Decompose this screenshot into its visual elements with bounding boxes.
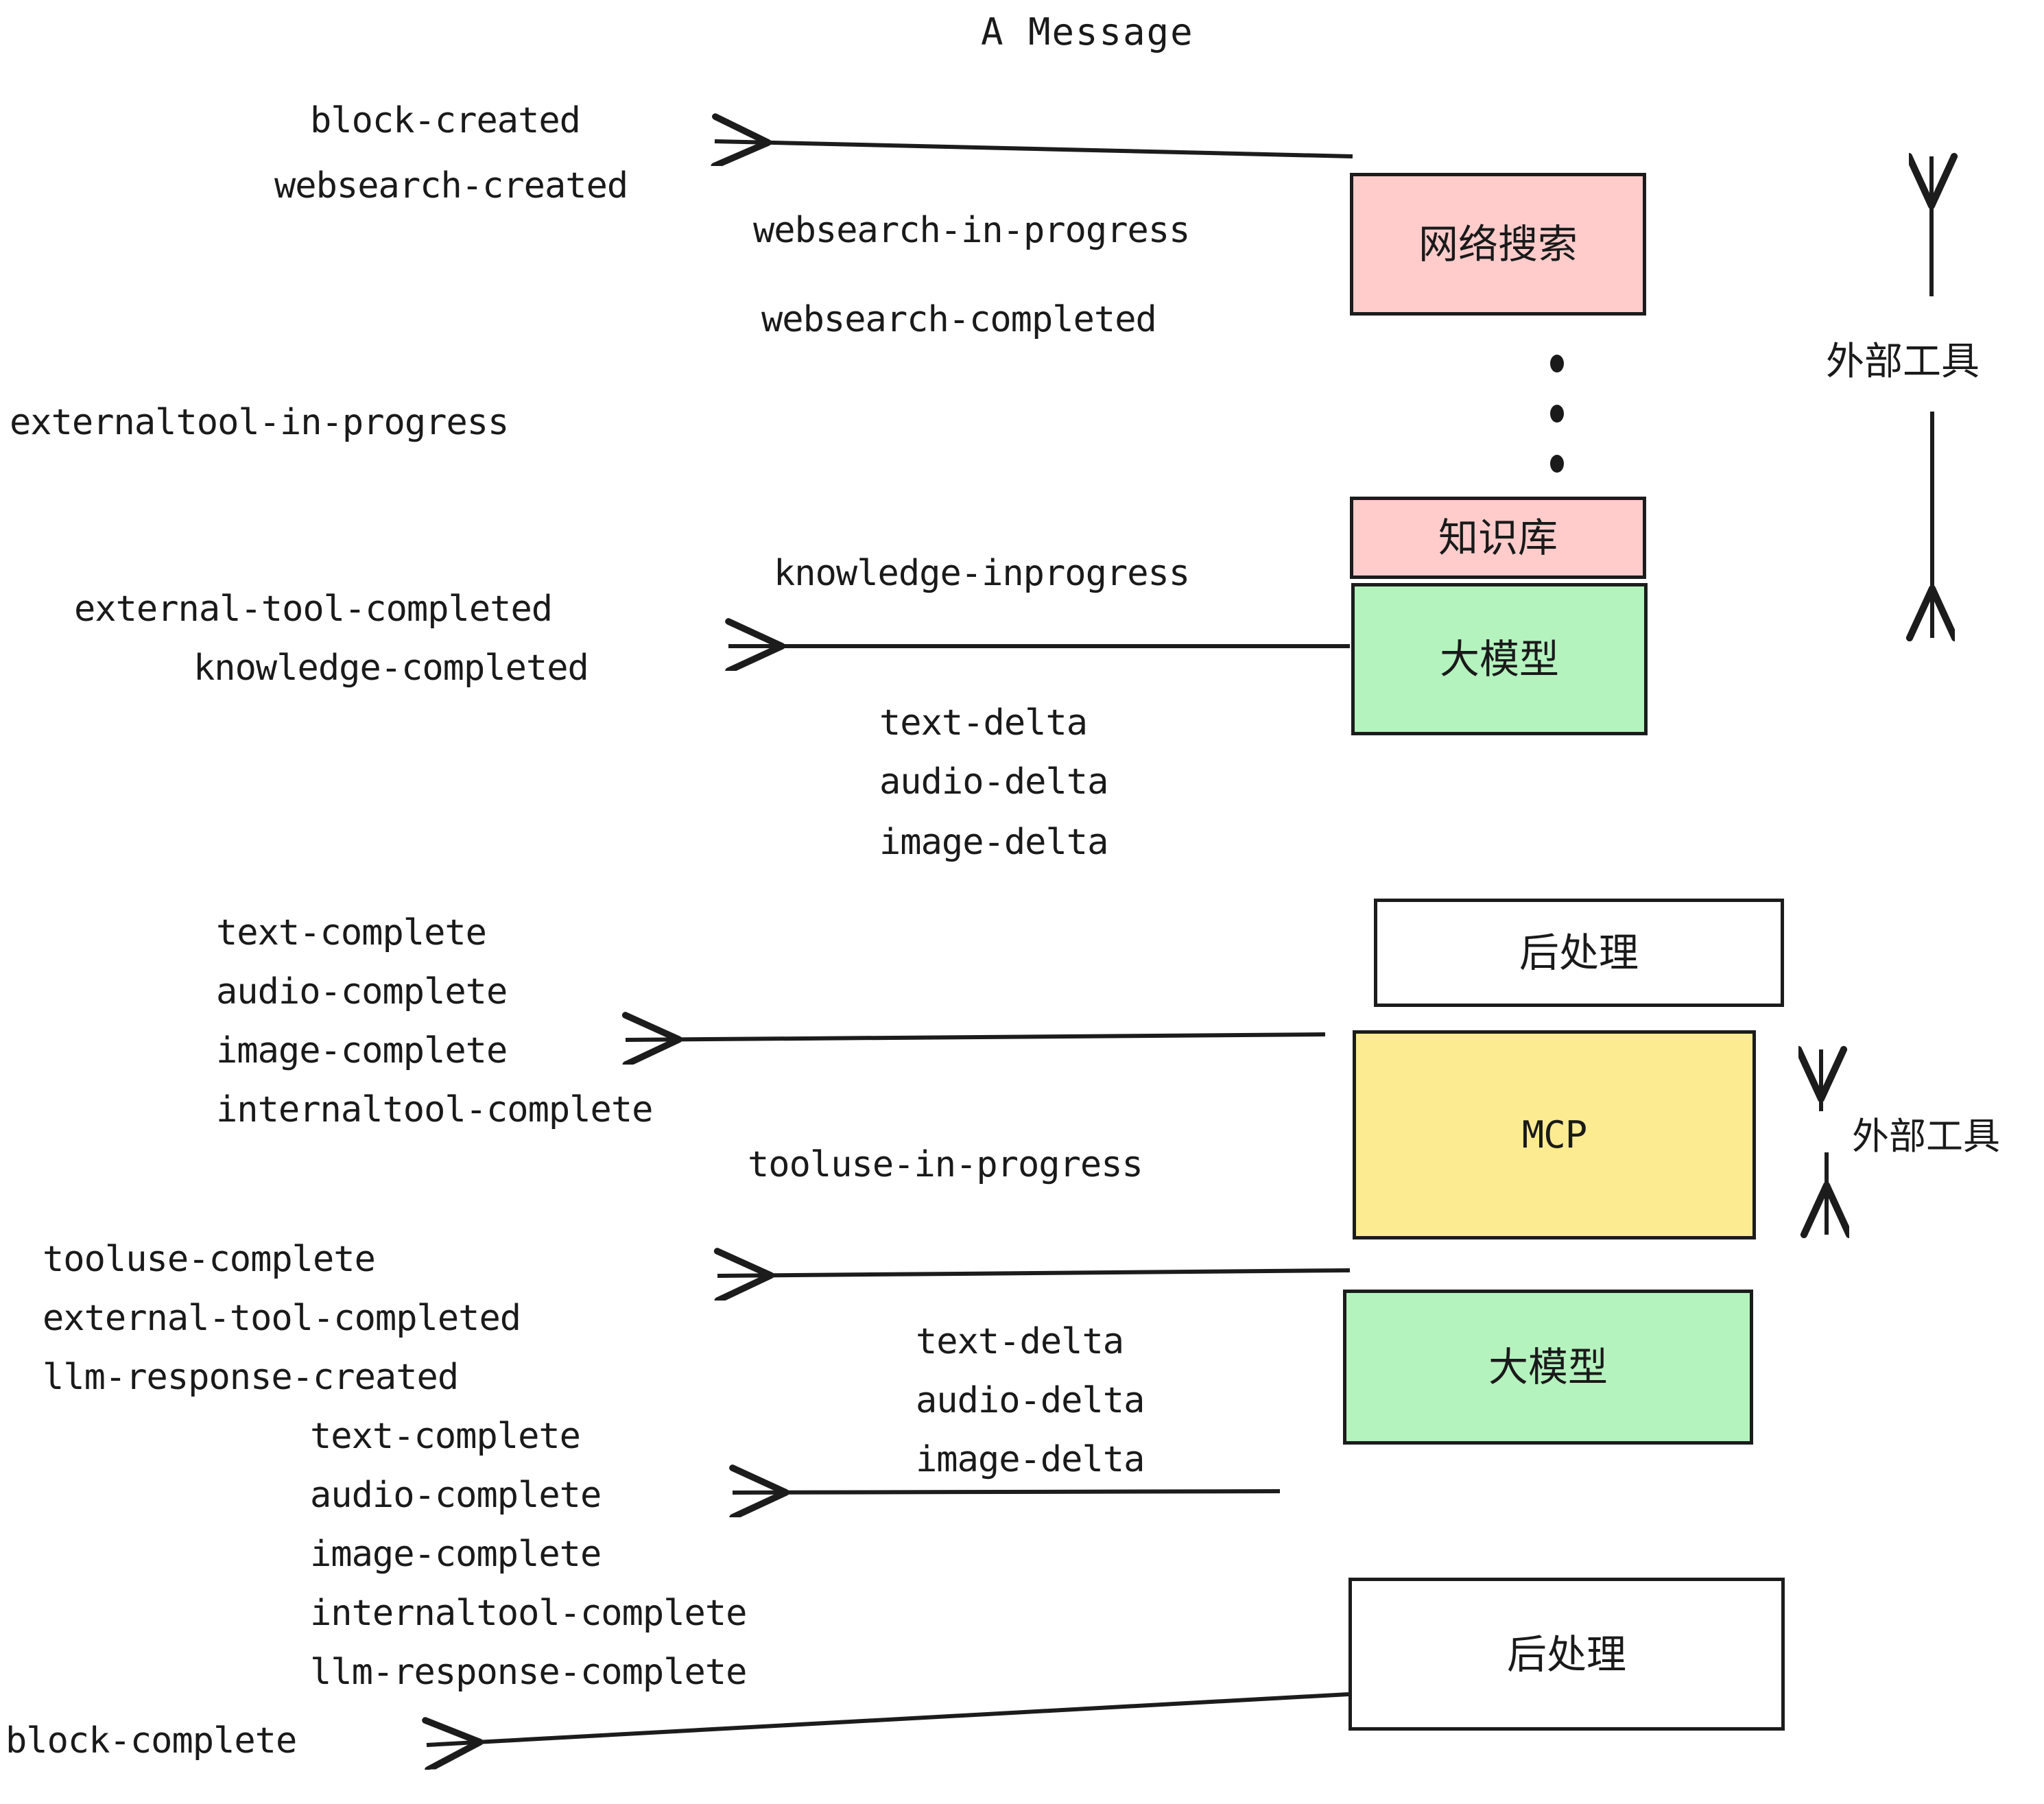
node-knowledge-label: 知识库 (1438, 514, 1558, 561)
side-label-external-tool-upper: 外部工具 (1826, 340, 1980, 384)
event-label-websearch-created: websearch-created (274, 165, 628, 206)
event-label-audio-complete-1: audio-complete (216, 971, 508, 1012)
node-websearch[interactable]: 网络搜索 (1350, 173, 1646, 316)
event-label-knowledge-completed: knowledge-completed (193, 648, 589, 689)
node-llm-top-label: 大模型 (1439, 636, 1559, 683)
event-label-audio-delta-1: audio-delta (879, 761, 1108, 803)
event-label-image-delta-1: image-delta (879, 822, 1108, 863)
arrow-websearch-to-block-created (715, 141, 1353, 156)
node-postprocess-top-label: 后处理 (1519, 929, 1639, 976)
node-postprocess-bottom[interactable]: 后处理 (1348, 1578, 1785, 1731)
page-title: A Message (981, 10, 1194, 54)
node-postprocess-top[interactable]: 后处理 (1374, 899, 1784, 1007)
node-mcp-label: MCP (1521, 1113, 1588, 1156)
event-label-tooluse-in-progress: tooluse-in-progress (748, 1144, 1143, 1185)
ellipsis-dot-1 (1550, 355, 1564, 372)
node-websearch-label: 网络搜索 (1418, 221, 1578, 268)
node-llm-bottom[interactable]: 大模型 (1343, 1290, 1753, 1445)
arrow-llm-bottom-to-audio-complete (733, 1491, 1281, 1493)
event-label-external-tool-completed-1: external-tool-completed (74, 589, 553, 630)
node-postprocess-bottom-label: 后处理 (1506, 1630, 1626, 1678)
node-llm-bottom-label: 大模型 (1488, 1344, 1608, 1390)
event-label-websearch-in-progress: websearch-in-progress (753, 210, 1190, 251)
event-label-text-delta-2: text-delta (916, 1321, 1124, 1362)
arrow-postprocess-to-image-complete (626, 1034, 1326, 1040)
event-label-external-tool-completed-2: external-tool-completed (43, 1298, 521, 1339)
event-label-internaltool-complete-1: internaltool-complete (216, 1089, 653, 1130)
event-label-audio-complete-2: audio-complete (310, 1475, 602, 1516)
event-label-llm-response-created: llm-response-created (43, 1357, 459, 1398)
node-llm-top[interactable]: 大模型 (1351, 583, 1648, 735)
event-label-internaltool-complete-2: internaltool-complete (310, 1593, 747, 1634)
event-label-knowledge-inprogress: knowledge-inprogress (774, 553, 1190, 594)
event-label-externaltool-in-progress: externaltool-in-progress (10, 402, 509, 443)
event-label-audio-delta-2: audio-delta (916, 1380, 1145, 1421)
event-label-websearch-completed: websearch-completed (761, 299, 1157, 340)
arrow-mcp-to-tooluse-complete (717, 1270, 1351, 1276)
side-label-external-tool-lower: 外部工具 (1852, 1115, 2000, 1158)
event-label-image-complete-2: image-complete (310, 1534, 602, 1575)
event-label-llm-response-complete: llm-response-complete (310, 1652, 747, 1693)
node-mcp[interactable]: MCP (1353, 1030, 1756, 1239)
event-label-block-complete: block-complete (5, 1720, 297, 1761)
event-label-image-delta-2: image-delta (916, 1439, 1145, 1480)
arrow-postprocess-bottom-to-block-complete (427, 1692, 1349, 1745)
event-label-text-delta-1: text-delta (879, 702, 1088, 744)
node-knowledge[interactable]: 知识库 (1350, 497, 1646, 579)
event-label-image-complete-1: image-complete (216, 1030, 508, 1071)
ellipsis-dot-2 (1550, 405, 1564, 423)
ellipsis-dot-3 (1550, 455, 1564, 473)
event-label-text-complete-1: text-complete (216, 912, 487, 953)
event-label-block-created: block-created (310, 100, 581, 141)
event-label-tooluse-complete: tooluse-complete (43, 1239, 376, 1280)
event-label-text-complete-2: text-complete (310, 1416, 581, 1457)
